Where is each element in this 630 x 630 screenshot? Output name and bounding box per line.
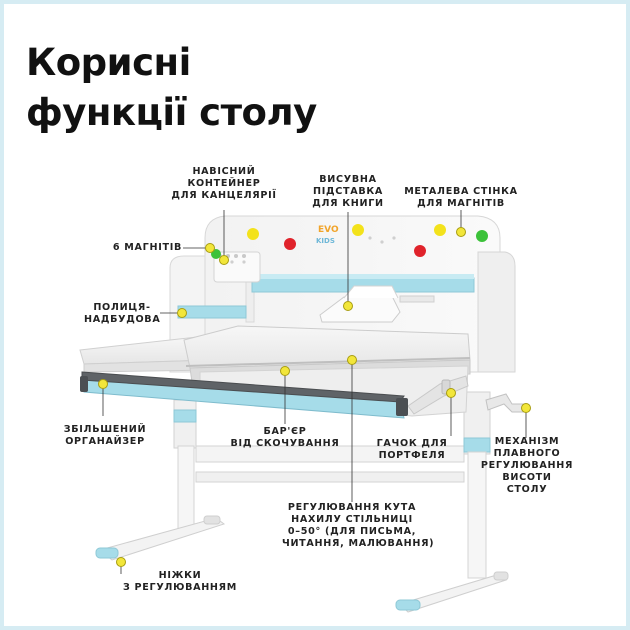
label-line: МЕТАЛЕВА СТІНКА: [404, 186, 518, 197]
magnet-green-1: [476, 230, 488, 242]
label-line: ГАЧОК ДЛЯ: [376, 438, 448, 449]
label-line: ВИСОТИ: [502, 472, 552, 483]
lower-shelf: [177, 305, 247, 319]
title-line-1: Корисні: [26, 41, 191, 84]
label-line: СТОЛУ: [506, 484, 548, 495]
right-foot-pad-back: [493, 571, 509, 581]
marker-hook: [446, 388, 456, 398]
marker-metal-wall: [456, 227, 466, 237]
left-leg-lower: [177, 445, 195, 533]
label-bag-hook: ГАЧОК ДЛЯ ПОРТФЕЛЯ: [374, 438, 450, 462]
book-stand-rail: [399, 295, 435, 303]
organizer-handle-left: [80, 376, 88, 392]
label-line: 6 МАГНІТІВ: [112, 242, 182, 253]
marker-organizer: [98, 379, 108, 389]
marker-mechanism: [521, 403, 531, 413]
logo-top: EVO: [318, 225, 339, 235]
title-line-2: функції столу: [26, 91, 317, 134]
label-book-stand: ВИСУВНА ПІДСТАВКА ДЛЯ КНИГИ: [302, 174, 394, 210]
magnet-yellow-3: [434, 224, 446, 236]
left-foot-pad-front: [95, 547, 119, 559]
magnet-yellow-2: [352, 224, 364, 236]
marker-tilt: [347, 355, 357, 365]
label-height-mechanism: МЕХАНІЗМ ПЛАВНОГО РЕГУЛЮВАННЯ ВИСОТИ СТО…: [480, 436, 574, 496]
tilt-arm: [407, 375, 469, 415]
label-legs: НІЖКИ З РЕГУЛЮВАННЯМ: [118, 570, 242, 594]
label-line: БАР'ЄР: [263, 426, 307, 437]
magnets: [211, 224, 488, 259]
magnet-yellow-1: [247, 228, 259, 240]
left-leg-upper: [173, 399, 197, 449]
label-line: ВІД СКОЧУВАННЯ: [230, 438, 340, 449]
label-line: КОНТЕЙНЕР: [187, 178, 261, 189]
marker-container: [219, 255, 229, 265]
label-organizer: ЗБІЛЬШЕНИЙ ОРГАНАЙЗЕР: [62, 424, 148, 448]
book-stand: [319, 295, 401, 323]
organizer-handle-right: [396, 398, 408, 416]
label-line: ПОЛИЦЯ-: [93, 302, 151, 313]
label-line: З РЕГУЛЮВАННЯМ: [122, 582, 237, 593]
marker-barrier: [280, 366, 290, 376]
label-line: НІЖКИ: [158, 570, 202, 581]
marker-legs: [116, 557, 126, 567]
left-foot: [98, 517, 226, 561]
right-leg-lower: [467, 451, 487, 579]
magnet-red-2: [414, 245, 426, 257]
desktop-tilting-top: [183, 325, 471, 369]
label-line: ПЛАВНОГО: [493, 448, 561, 459]
label-line: НАДБУДОВА: [84, 314, 161, 325]
label-line: ВИСУВНА: [319, 174, 377, 185]
page-title: Корисні функції столу: [26, 38, 317, 138]
label-barrier: БАР'ЄР ВІД СКОЧУВАННЯ: [228, 426, 342, 450]
magnet-red-1: [284, 238, 296, 250]
label-line: ДЛЯ КАНЦЕЛЯРІЇ: [171, 190, 277, 201]
marker-magnets: [205, 243, 215, 253]
callout-markers: [98, 227, 531, 567]
label-line: ЧИТАННЯ, МАЛЮВАННЯ): [282, 538, 435, 549]
back-wall-dots: [230, 236, 396, 264]
label-hanging-container: НАВІСНИЙ КОНТЕЙНЕР ДЛЯ КАНЦЕЛЯРІЇ: [168, 166, 280, 202]
book-stand-page: [343, 285, 399, 299]
label-line: НАВІСНИЙ: [192, 166, 256, 177]
anti-roll-barrier: [185, 357, 471, 367]
label-line: РЕГУЛЮВАННЯ КУТА: [287, 502, 417, 513]
left-leg-blue-ring: [173, 409, 197, 423]
label-shelf: ПОЛИЦЯ- НАДБУДОВА: [84, 302, 160, 326]
crossbar-lower: [195, 471, 465, 483]
label-tilt: РЕГУЛЮВАННЯ КУТА НАХИЛУ СТІЛЬНИЦІ 0–50° …: [282, 502, 435, 550]
label-line: МЕХАНІЗМ: [494, 436, 560, 447]
marker-shelf: [177, 308, 187, 318]
label-line: ЗБІЛЬШЕНИЙ: [63, 424, 147, 435]
height-crank: [485, 393, 527, 413]
label-line: ОРГАНАЙЗЕР: [65, 436, 145, 447]
label-line: ПІДСТАВКА: [312, 186, 384, 197]
label-magnets: 6 МАГНІТІВ: [110, 242, 182, 254]
label-line: НАХИЛУ СТІЛЬНИЦІ: [291, 514, 413, 525]
right-foot-pad-front: [395, 599, 421, 611]
label-line: ПОРТФЕЛЯ: [378, 450, 446, 461]
label-line: РЕГУЛЮВАННЯ: [480, 460, 574, 471]
right-side-panel: [477, 251, 516, 373]
label-line: ДЛЯ КНИГИ: [312, 198, 384, 209]
marker-bookstand: [343, 301, 353, 311]
label-line: 0–50° (ДЛЯ ПИСЬМА,: [287, 526, 417, 537]
upper-shelf-top: [252, 274, 474, 279]
label-metal-wall: МЕТАЛЕВА СТІНКА ДЛЯ МАГНІТІВ: [400, 186, 522, 210]
left-foot-pad-back: [203, 515, 221, 525]
evo-kids-logo: EVO KIDS: [316, 225, 339, 245]
label-line: ДЛЯ МАГНІТІВ: [417, 198, 505, 209]
logo-bottom: KIDS: [316, 237, 335, 245]
